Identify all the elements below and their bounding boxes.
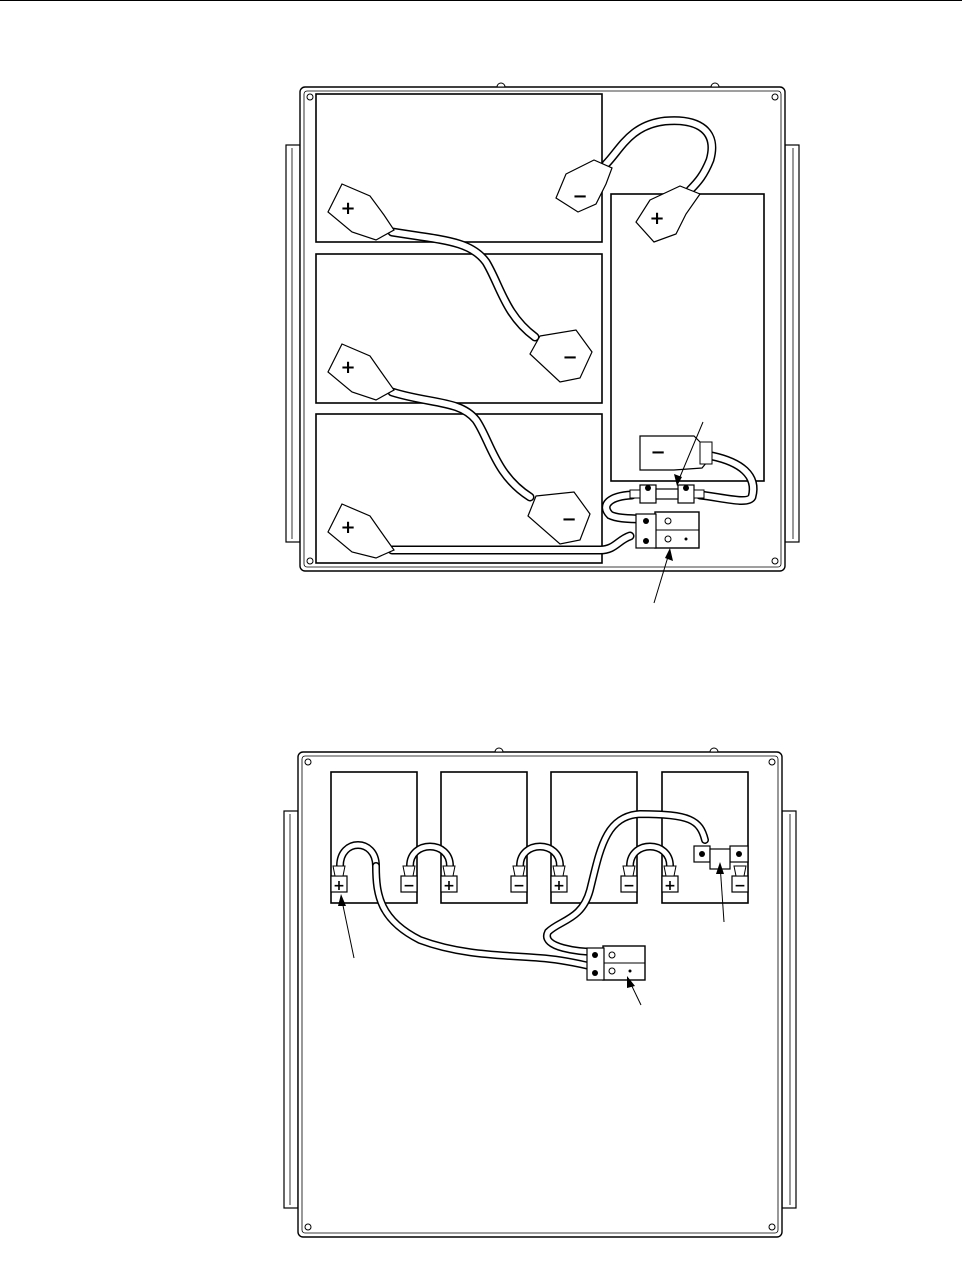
top-b3-plus-symbol: + (340, 517, 355, 538)
bottom-b3-plus-terminal: + (551, 866, 567, 894)
top-b1-plus-symbol: + (340, 198, 355, 219)
bottom-left-rail (284, 811, 298, 1208)
bottom-b3-minus-terminal: − (621, 866, 637, 894)
bottom-b4-minus-symbol: − (734, 878, 746, 894)
bottom-b2-minus-terminal: − (511, 866, 527, 894)
bottom-b1-minus-symbol: − (403, 878, 415, 894)
bottom-b4-minus-terminal: − (732, 866, 748, 894)
bottom-b1-plus-terminal: + (331, 866, 347, 894)
top-b4-minus-symbol: − (650, 442, 665, 463)
bottom-b2-minus-symbol: − (513, 878, 525, 894)
top-b1-minus-symbol: − (572, 186, 587, 207)
bottom-b3-minus-symbol: − (623, 878, 635, 894)
bottom-b2-plus-terminal: + (441, 866, 457, 894)
top-connector (636, 512, 699, 548)
bottom-b4-plus-terminal: + (662, 866, 678, 894)
bottom-b3-plus-symbol: + (553, 878, 565, 894)
top-b2-plus-symbol: + (340, 357, 355, 378)
top-right-rail (785, 145, 799, 542)
top-b2-minus-symbol: − (562, 347, 577, 368)
bottom-b4-plus-symbol: + (664, 878, 676, 894)
top-left-rail (286, 145, 300, 542)
top-b3-minus-symbol: − (561, 509, 576, 530)
bottom-right-rail (782, 811, 796, 1208)
top-b4-plus-symbol: + (649, 208, 664, 229)
top-diagram: + − + + − + − (286, 83, 799, 603)
bottom-connector (587, 946, 645, 980)
bottom-b2-plus-symbol: + (443, 878, 455, 894)
bottom-b1-plus-symbol: + (333, 878, 345, 894)
bottom-b1-minus-terminal: − (401, 866, 417, 894)
bottom-diagram: + − + − + (284, 748, 796, 1237)
